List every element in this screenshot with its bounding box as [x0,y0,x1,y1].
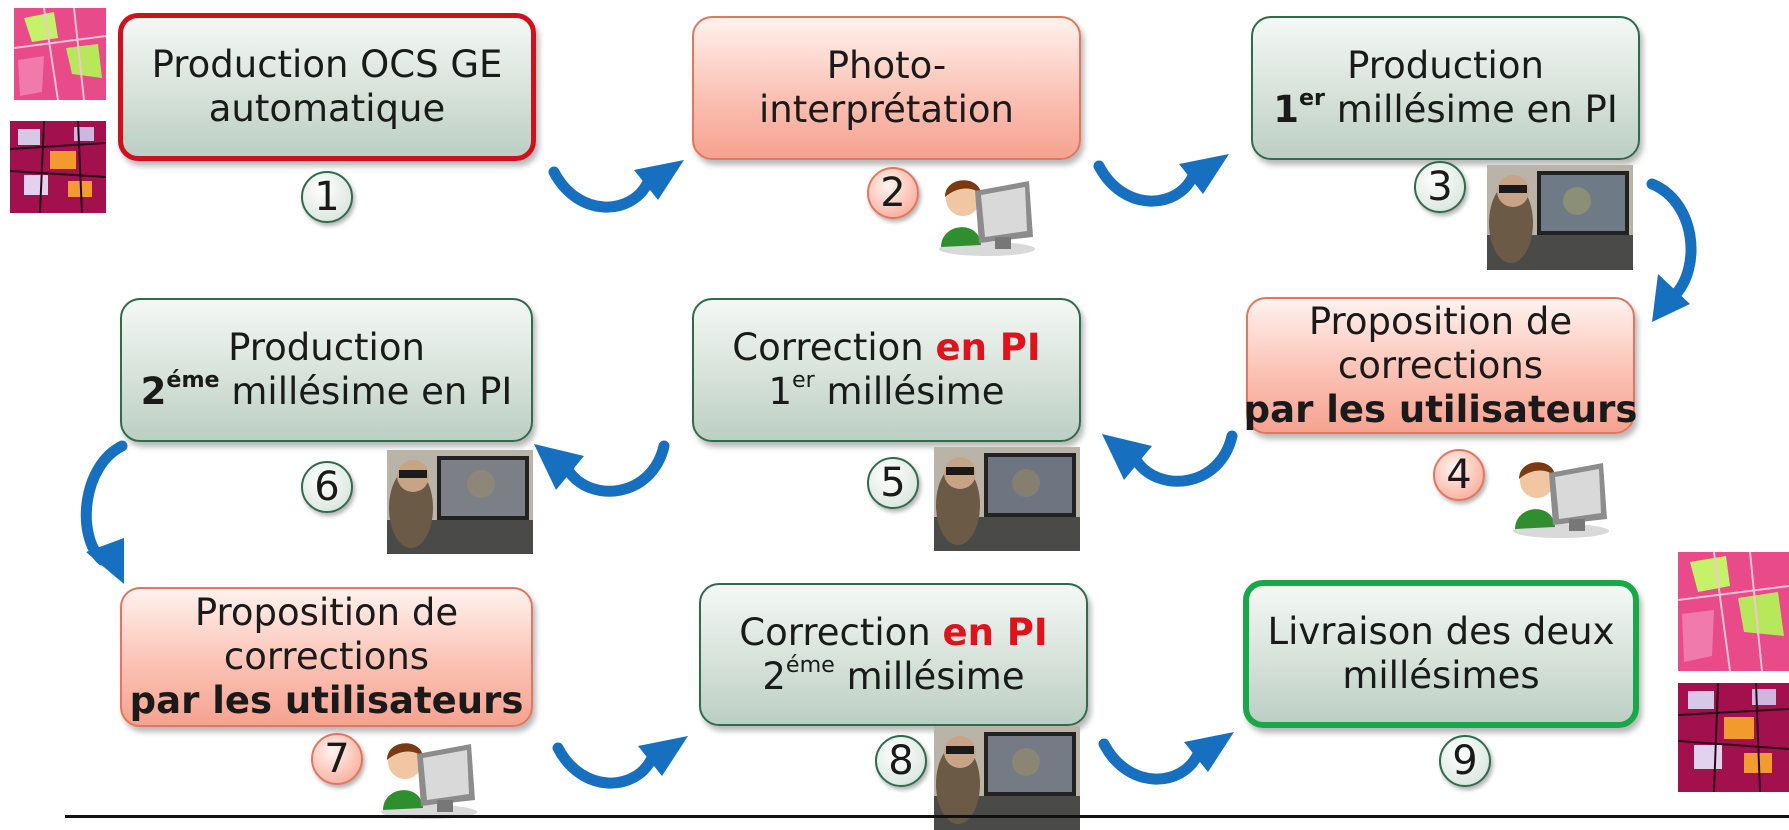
step-1-box: Production OCS GE automatique [118,13,536,161]
step-7-box: Proposition de corrections par les utili… [120,587,533,727]
arrow-step4-to-step5 [1102,430,1238,487]
step-9-box: Livraison des deux millésimes [1243,580,1639,728]
step-5-line-2: 1er millésime [768,367,1005,414]
step-4-line-2: corrections [1337,343,1544,387]
step-6-ordinal: 2 [140,370,167,413]
step-6-ordinal-suffix: éme [166,367,220,394]
step-9-line-2: millésimes [1342,654,1540,697]
step-9-number: 9 [1439,735,1491,787]
step-6-line-1: Production [228,326,425,369]
step-3-line-2: 1er millésime en PI [1273,85,1618,132]
step-6-line-2: 2éme millésime en PI [140,367,513,414]
land-cover-map-thumbnail [1678,552,1789,671]
step-3-line-1: Production [1347,44,1544,87]
step-4-line-1: Proposition de [1308,299,1573,343]
step-6-number: 6 [301,461,353,513]
arrow-step2-to-step3 [1093,154,1229,207]
operator-photo [387,450,533,554]
arrow-step8-to-step9 [1098,732,1234,785]
step-7-line-2: corrections [223,635,430,678]
land-cover-map-thumbnail [14,8,106,100]
step-2-box: Photo- interprétation [692,16,1081,160]
step-8-ordinal-suffix: éme [785,651,835,678]
bottom-rule [65,815,1789,818]
step-3-ordinal-suffix: er [1299,85,1325,112]
land-cover-map-thumbnail [10,121,106,213]
user-computer-icon [381,743,477,819]
arrow-step3-to-step4 [1646,178,1697,322]
step-5-accent: en PI [935,326,1041,369]
step-5-line-1: Correction en PI [732,326,1040,370]
step-4-number: 4 [1433,449,1485,501]
step-2-number: 2 [867,167,919,219]
step-2-line-1: Photo- [826,44,947,87]
arrow-step7-to-step8 [552,736,688,789]
step-1-number: 1 [301,171,353,223]
step-7-line-1: Proposition de [194,591,459,634]
step-8-line-2-pre: 2 [762,654,786,698]
arrow-step6-to-step7 [80,440,128,584]
step-8-line-1-pre: Correction [739,610,943,654]
user-computer-icon [939,180,1035,256]
step-5-line-2-rest: millésime [814,370,1005,413]
user-computer-icon [1513,462,1609,538]
step-5-line-1-pre: Correction [732,326,936,369]
step-1-line-1: Production OCS GE [151,43,503,86]
step-6-box: Production 2éme millésime en PI [120,298,533,442]
step-2-line-2: interprétation [759,88,1014,131]
step-3-line-2-rest: millésime en PI [1325,88,1618,131]
step-8-line-2-rest: millésime [834,654,1025,698]
step-8-number: 8 [875,735,927,787]
step-8-accent: en PI [942,610,1048,654]
operator-photo [934,726,1080,830]
step-5-line-2-pre: 1 [768,370,792,413]
step-3-box: Production 1er millésime en PI [1251,16,1640,160]
step-5-box: Correction en PI 1er millésime [692,298,1081,442]
step-5-ordinal-suffix: er [791,367,815,394]
arrow-step5-to-step6 [534,440,670,497]
operator-photo [934,447,1080,551]
step-6-line-2-rest: millésime en PI [219,370,513,413]
step-1-line-2: automatique [208,87,446,130]
step-8-box: Correction en PI 2éme millésime [699,583,1088,726]
step-5-number: 5 [867,457,919,509]
step-8-line-1: Correction en PI [739,611,1047,655]
step-7-line-3: par les utilisateurs [129,679,524,722]
operator-photo [1487,165,1633,270]
land-cover-map-thumbnail [1678,683,1789,792]
step-4-box: Proposition de corrections par les utili… [1243,297,1638,434]
step-4-line-3: par les utilisateurs [1243,387,1638,431]
step-7-number: 7 [311,733,363,785]
step-3-number: 3 [1414,161,1466,213]
arrow-step1-to-step2 [548,160,684,213]
step-3-ordinal: 1 [1273,88,1299,131]
step-8-line-2: 2éme millésime [762,651,1025,699]
step-9-line-1: Livraison des deux [1267,610,1615,653]
